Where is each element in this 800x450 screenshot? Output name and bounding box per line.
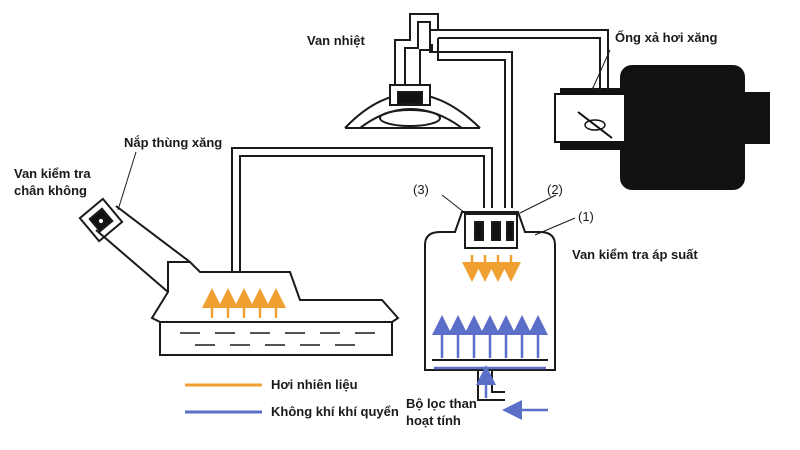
thermal-valve xyxy=(344,13,481,129)
label-num-2: (2) xyxy=(547,182,563,197)
label-vacuum-check-1: Van kiểm tra xyxy=(14,166,91,181)
tank-vapor-arrows xyxy=(202,288,286,318)
canister-air-arrows xyxy=(432,315,548,420)
label-vapor-exhaust: Ống xả hơi xăng xyxy=(615,30,718,45)
valve-canister-lines xyxy=(429,30,513,208)
canister-vapor-arrows xyxy=(462,255,521,282)
filler-neck xyxy=(78,197,191,293)
label-num-3: (3) xyxy=(413,182,429,197)
label-pressure-check: Van kiểm tra áp suất xyxy=(572,247,698,262)
label-canister-1: Bộ lọc than xyxy=(406,396,477,411)
tank-canister-line xyxy=(231,147,493,272)
label-canister-2: hoạt tính xyxy=(406,413,461,428)
label-num-1: (1) xyxy=(578,209,594,224)
label-vacuum-check-2: chân không xyxy=(14,183,87,198)
leader-lines xyxy=(117,49,611,236)
legend-air-label: Không khí khí quyển xyxy=(271,404,399,419)
legend-fuel-vapor-label: Hơi nhiên liệu xyxy=(271,377,358,392)
label-thermal-valve: Van nhiệt xyxy=(307,33,365,48)
fuel-tank xyxy=(150,261,400,356)
charcoal-canister xyxy=(424,211,556,401)
engine-intake xyxy=(554,65,770,190)
label-fuel-cap: Nắp thùng xăng xyxy=(124,135,223,150)
